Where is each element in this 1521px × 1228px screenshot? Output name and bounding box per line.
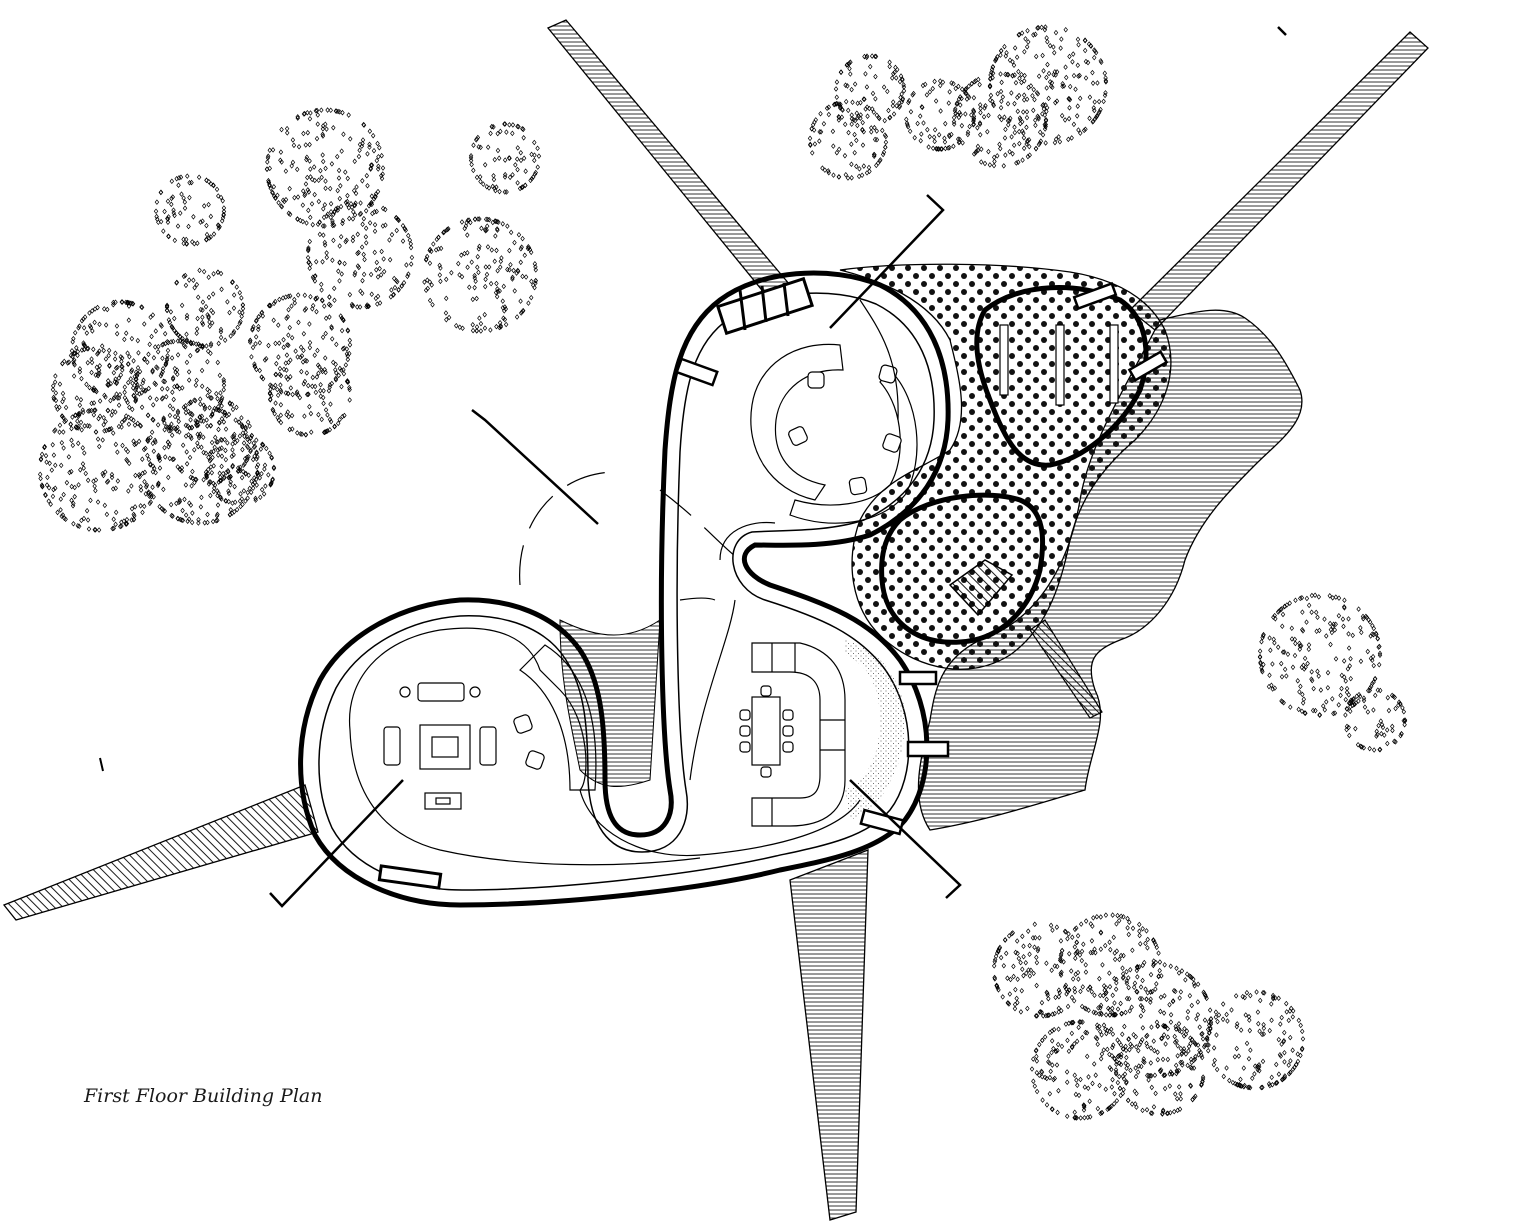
section-cut-lines (99, 26, 1287, 908)
tree-canopy-icon (1204, 989, 1306, 1091)
tree-canopy-icon (165, 395, 254, 485)
living-area (348, 627, 861, 866)
tree-canopy-icon (807, 99, 889, 181)
tree-canopy-icon (1257, 592, 1383, 718)
dotted-garden (839, 263, 1172, 670)
window-openings (377, 276, 950, 890)
tree-canopy-icon (203, 433, 277, 506)
tree-canopy-icon (164, 267, 246, 349)
tree-canopy-icon (264, 107, 386, 229)
tree-canopy-icon (1029, 1019, 1129, 1121)
teardrop-room (879, 492, 1046, 645)
tree-canopy-icon (50, 345, 140, 435)
building-outline (298, 270, 951, 908)
dining-area (739, 642, 846, 827)
tree-canopy-icon (1343, 687, 1408, 753)
tree-canopy-icon (951, 71, 1049, 169)
inner-walkway (689, 299, 899, 781)
tree-canopy-icon (987, 24, 1109, 146)
tree-canopy-icon (1097, 961, 1214, 1079)
tree-canopy-icon (1113, 1023, 1206, 1117)
tree-canopy-icon (140, 404, 261, 526)
sofa-icon (383, 682, 497, 766)
tree-canopy-icon (468, 121, 542, 195)
trees-group (37, 24, 1408, 1121)
stippled-floor (845, 640, 905, 820)
tree-canopy-icon (1058, 912, 1163, 1018)
tree-canopy-icon (247, 292, 353, 398)
tree-canopy-icon (991, 921, 1089, 1019)
wing-arms (2, 19, 1429, 1221)
tree-canopy-icon (37, 407, 162, 533)
door-swing-arcs (519, 471, 741, 601)
tree-canopy-icon (267, 352, 352, 438)
upper-pavilion (974, 281, 1169, 468)
chair-icon (788, 364, 902, 496)
tree-canopy-icon (833, 53, 907, 126)
ramp (1029, 619, 1103, 719)
tree-canopy-icon (305, 200, 415, 310)
tree-canopy-icon (153, 173, 227, 247)
building-inner-wall (318, 292, 935, 891)
tree-canopy-icon (422, 216, 538, 334)
plan-caption: First Floor Building Plan (84, 1085, 323, 1107)
